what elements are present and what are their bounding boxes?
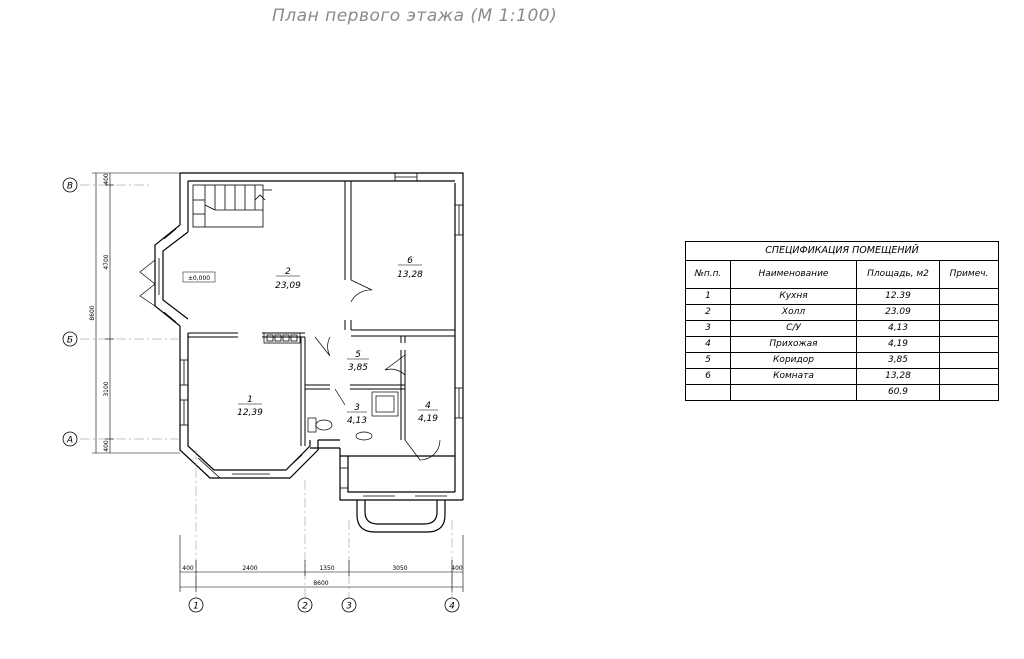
room-2: 2 23,09 bbox=[275, 267, 301, 291]
svg-text:5: 5 bbox=[355, 350, 361, 360]
spec-header-row: №п.п. Наименование Площадь, м2 Примеч. bbox=[685, 260, 999, 289]
svg-text:12,39: 12,39 bbox=[237, 408, 263, 418]
table-row: 5 Коридор 3,85 bbox=[685, 352, 999, 369]
svg-text:4,13: 4,13 bbox=[347, 416, 367, 426]
interior-walls bbox=[188, 181, 455, 446]
svg-text:23,09: 23,09 bbox=[275, 281, 301, 291]
room-4: 4 4,19 bbox=[418, 401, 438, 424]
spec-caption: СПЕЦИФИКАЦИЯ ПОМЕЩЕНИЙ bbox=[685, 241, 999, 261]
axis-marker-4 bbox=[444, 597, 460, 613]
dim-left: 400 bbox=[103, 173, 110, 185]
dim-bottom: 400 bbox=[182, 565, 194, 572]
dimension-lines bbox=[92, 172, 464, 592]
spec-total: 60.9 bbox=[856, 384, 940, 401]
room-6: 6 13,28 bbox=[397, 256, 423, 280]
svg-text:4,19: 4,19 bbox=[418, 414, 438, 424]
svg-text:13,28: 13,28 bbox=[397, 270, 423, 280]
dim-left: 400 bbox=[103, 440, 110, 452]
svg-text:1: 1 bbox=[247, 395, 253, 405]
room-1: 1 12,39 bbox=[237, 395, 263, 418]
table-row: 3 С/У 4,13 bbox=[685, 320, 999, 337]
room-specification-table: СПЕЦИФИКАЦИЯ ПОМЕЩЕНИЙ №п.п. Наименовани… bbox=[685, 241, 999, 401]
table-row: 2 Холл 23.09 bbox=[685, 304, 999, 321]
axis-lines bbox=[80, 184, 453, 598]
dim-bottom: 1350 bbox=[319, 565, 334, 572]
table-row: 1 Кухня 12.39 bbox=[685, 288, 999, 305]
room-5: 5 3,85 bbox=[347, 350, 369, 373]
dim-bottom: 2400 bbox=[242, 565, 257, 572]
outer-walls bbox=[154, 172, 464, 533]
room-3: 3 4,13 bbox=[347, 403, 367, 426]
bay-entrance bbox=[139, 259, 156, 307]
axis-label-row: А bbox=[66, 436, 73, 446]
svg-text:3: 3 bbox=[354, 403, 360, 413]
doors bbox=[314, 279, 441, 461]
axis-markers: В Б А 1 2 3 4 bbox=[62, 177, 460, 613]
dim-left: 3100 bbox=[103, 381, 110, 396]
svg-text:3,85: 3,85 bbox=[348, 363, 368, 373]
axis-label-col: 1 bbox=[193, 602, 199, 612]
spec-header-area: Площадь, м2 bbox=[856, 260, 940, 289]
axis-label-col: 4 bbox=[449, 602, 455, 612]
table-row: 6 Комната 13,28 bbox=[685, 368, 999, 385]
axis-marker-Б bbox=[62, 331, 78, 347]
bathroom-fixtures bbox=[307, 391, 399, 441]
svg-text:4: 4 bbox=[425, 401, 431, 411]
axis-marker-2 bbox=[297, 597, 313, 613]
table-row: 4 Прихожая 4,19 bbox=[685, 336, 999, 353]
dim-bottom: 400 bbox=[451, 565, 463, 572]
svg-text:6: 6 bbox=[407, 256, 413, 266]
spec-header-num: №п.п. bbox=[685, 260, 731, 289]
dim-bottom-total: 8600 bbox=[313, 580, 328, 587]
axis-marker-3 bbox=[341, 597, 357, 613]
axis-label-col: 3 bbox=[346, 602, 352, 612]
spec-header-note: Примеч. bbox=[939, 260, 999, 289]
dim-left: 4700 bbox=[103, 254, 110, 269]
windows bbox=[158, 172, 464, 497]
room-labels: 1 12,39 2 23,09 3 4,13 4 4,19 5 3,85 6 1… bbox=[237, 256, 438, 426]
axis-label-row: В bbox=[67, 182, 73, 192]
svg-text:2: 2 bbox=[285, 267, 291, 277]
staircase bbox=[192, 184, 272, 228]
spec-header-name: Наименование bbox=[730, 260, 857, 289]
axis-marker-В bbox=[62, 177, 78, 193]
level-mark: ±0,000 bbox=[188, 275, 210, 282]
axis-marker-1 bbox=[188, 597, 204, 613]
radiator bbox=[263, 332, 301, 344]
dimension-texts: 400 2400 1350 3050 400 8600 400 4700 310… bbox=[89, 173, 463, 587]
dim-bottom: 3050 bbox=[392, 565, 407, 572]
axis-marker-А bbox=[62, 431, 78, 447]
drawing-title: План первого этажа (М 1:100) bbox=[272, 6, 558, 26]
axis-label-col: 2 bbox=[302, 602, 308, 612]
dim-left-total: 8600 bbox=[89, 305, 96, 320]
axis-label-row: Б bbox=[67, 336, 73, 346]
spec-total-row: 60.9 bbox=[685, 384, 999, 401]
level-mark-box bbox=[182, 271, 216, 283]
